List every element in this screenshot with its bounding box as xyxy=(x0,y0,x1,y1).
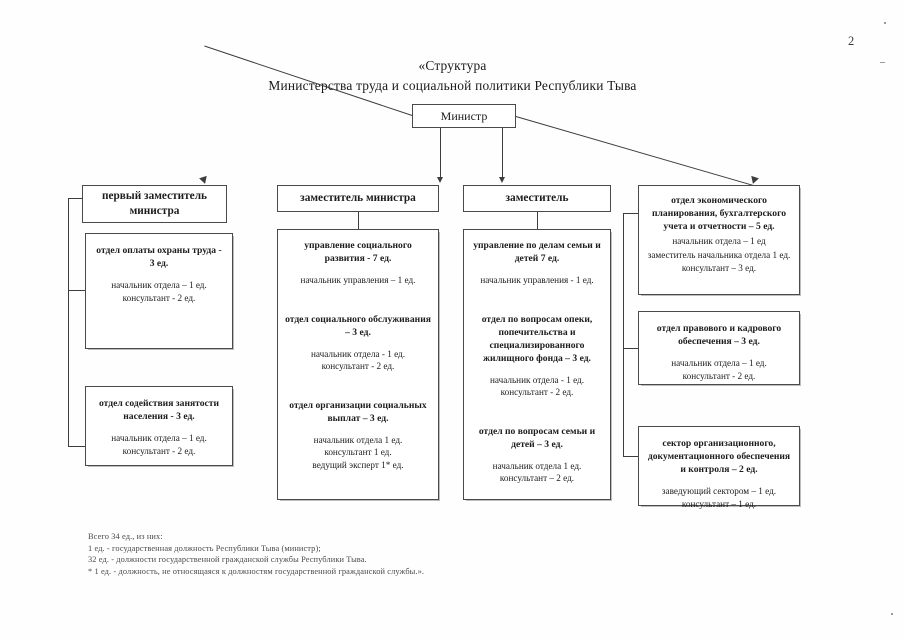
unit-line: заведующий сектором – 1 ед. xyxy=(661,486,777,496)
node-deputy-minister-label: заместитель министра xyxy=(300,192,416,204)
unit-line: консультант - 2 ед. xyxy=(122,445,196,456)
connector-col1-rail xyxy=(68,198,69,446)
unit-head: отдел оплаты охраны труда - 3 ед. xyxy=(96,245,222,269)
unit-line: консультант - 2 ед. xyxy=(122,292,196,303)
unit-line: консультант - 2 ед. xyxy=(500,387,574,397)
connector-first-deputy-stub xyxy=(68,198,83,199)
unit-line: консультант - 2 ед. xyxy=(682,370,756,381)
unit-line: заместитель начальника отдела 1 ед. xyxy=(647,249,791,260)
unit-line: консультант – 2 ед. xyxy=(499,473,575,483)
footnote-line-2: 1 ед. - государственная должность Респуб… xyxy=(88,543,321,553)
unit-line: начальник отдела – 1 ед. xyxy=(111,433,207,443)
unit-line: ведущий эксперт 1* ед. xyxy=(312,459,404,470)
connector-minister-to-col4 xyxy=(515,116,756,187)
connector-col4-branch-1 xyxy=(623,213,639,214)
unit-employment-department[interactable]: отдел содействия занятости населения - 3… xyxy=(85,386,233,466)
unit-labor-payment-department[interactable]: отдел оплаты охраны труда - 3 ед. началь… xyxy=(85,233,233,349)
unit-social-development-directorate[interactable]: управление социального развития - 7 ед. … xyxy=(277,229,439,500)
unit-line: начальник отдела - 1 ед. xyxy=(310,348,406,359)
connector-minister-to-deputy xyxy=(502,128,503,178)
connector-deputy-to-unit xyxy=(537,212,538,229)
unit-line: начальник отдела – 1 ед. xyxy=(671,358,767,368)
unit-group: управление социального развития - 7 ед. … xyxy=(285,239,431,287)
title-line-2: Министерства труда и социальной политики… xyxy=(268,78,637,93)
unit-head: отдел социального обслуживания – 3 ед. xyxy=(285,313,431,338)
connector-deputy-minister-to-unit xyxy=(358,212,359,229)
node-deputy[interactable]: заместитель xyxy=(463,185,611,212)
unit-head: отдел правового и кадрового обеспечения … xyxy=(656,323,782,347)
connector-col1-branch-1 xyxy=(68,290,86,291)
unit-legal-hr-department[interactable]: отдел правового и кадрового обеспечения … xyxy=(638,311,800,385)
arrowhead-deputy xyxy=(499,177,505,183)
unit-group: отдел организации социальных выплат – 3 … xyxy=(285,399,431,472)
page-title: «Структура Министерства труда и социальн… xyxy=(0,56,905,96)
unit-line: начальник отдела - 1 ед. xyxy=(489,374,585,385)
unit-line: начальник отдела – 1 ед. xyxy=(111,280,207,290)
unit-group: отдел по вопросам опеки, попечительства … xyxy=(471,313,603,399)
unit-economic-planning-department[interactable]: отдел экономического планирования, бухга… xyxy=(638,185,800,295)
node-deputy-minister[interactable]: заместитель министра xyxy=(277,185,439,212)
footnote-line-4: * 1 ед. - должность, не относящаяся к до… xyxy=(88,566,425,576)
unit-line: начальник управления - 1 ед. xyxy=(480,275,594,285)
node-first-deputy[interactable]: первый заместитель министра xyxy=(82,185,227,223)
unit-head: отдел организации социальных выплат – 3 … xyxy=(289,399,427,424)
unit-head: отдел содействия занятости населения - 3… xyxy=(98,398,220,422)
arrowhead-deputy-minister xyxy=(437,177,443,183)
unit-head: отдел по вопросам опеки, попечительства … xyxy=(481,313,593,364)
unit-head: управление социального развития - 7 ед. xyxy=(304,240,412,264)
arrowhead-first-deputy xyxy=(199,175,209,186)
unit-organizational-sector[interactable]: сектор организационного, документационно… xyxy=(638,426,800,509)
unit-line: начальник отдела 1 ед. xyxy=(492,460,582,471)
unit-line: начальник отдела – 1 ед xyxy=(672,236,766,246)
unit-line: консультант – 3 ед. xyxy=(681,263,757,273)
node-minister[interactable]: Министр xyxy=(412,104,516,128)
node-first-deputy-label: первый заместитель министра xyxy=(101,190,208,217)
unit-line: консультант - 2 ед. xyxy=(321,361,395,371)
unit-group: управление по делам семьи и детей 7 ед. … xyxy=(471,239,603,287)
node-minister-label: Министр xyxy=(440,109,488,123)
unit-head: сектор организационного, документационно… xyxy=(647,438,791,475)
unit-line: начальник отдела 1 ед. xyxy=(313,434,403,445)
unit-group: отдел социального обслуживания – 3 ед. н… xyxy=(285,313,431,373)
footnote: Всего 34 ед., из них: 1 ед. - государств… xyxy=(88,531,424,577)
unit-head: отдел экономического планирования, бухга… xyxy=(652,195,786,232)
connector-col4-branch-2 xyxy=(623,348,639,349)
unit-head: отдел по вопросам семьи и детей – 3 ед. xyxy=(478,425,596,450)
scan-speck xyxy=(880,62,885,63)
connector-col4-rail xyxy=(623,213,624,456)
unit-family-children-directorate[interactable]: управление по делам семьи и детей 7 ед. … xyxy=(463,229,611,500)
title-line-1: «Структура xyxy=(418,58,487,73)
scan-speck xyxy=(884,22,886,24)
unit-line: консультант 1 ед. xyxy=(324,447,392,457)
connector-minister-to-deputy-minister xyxy=(440,128,441,178)
footnote-line-3: 32 ед. - должности государственной гражд… xyxy=(88,555,367,565)
unit-line: консультант – 1 ед. xyxy=(681,498,757,509)
footnote-line-1: Всего 34 ед., из них: xyxy=(88,532,163,541)
unit-line: начальник управления – 1 ед. xyxy=(300,275,416,285)
unit-group: отдел по вопросам семьи и детей – 3 ед. … xyxy=(471,425,603,485)
node-deputy-label: заместитель xyxy=(505,192,569,204)
page-number: 2 xyxy=(848,34,855,48)
unit-head: управление по делам семьи и детей 7 ед. xyxy=(473,240,601,264)
scan-speck xyxy=(891,613,893,615)
